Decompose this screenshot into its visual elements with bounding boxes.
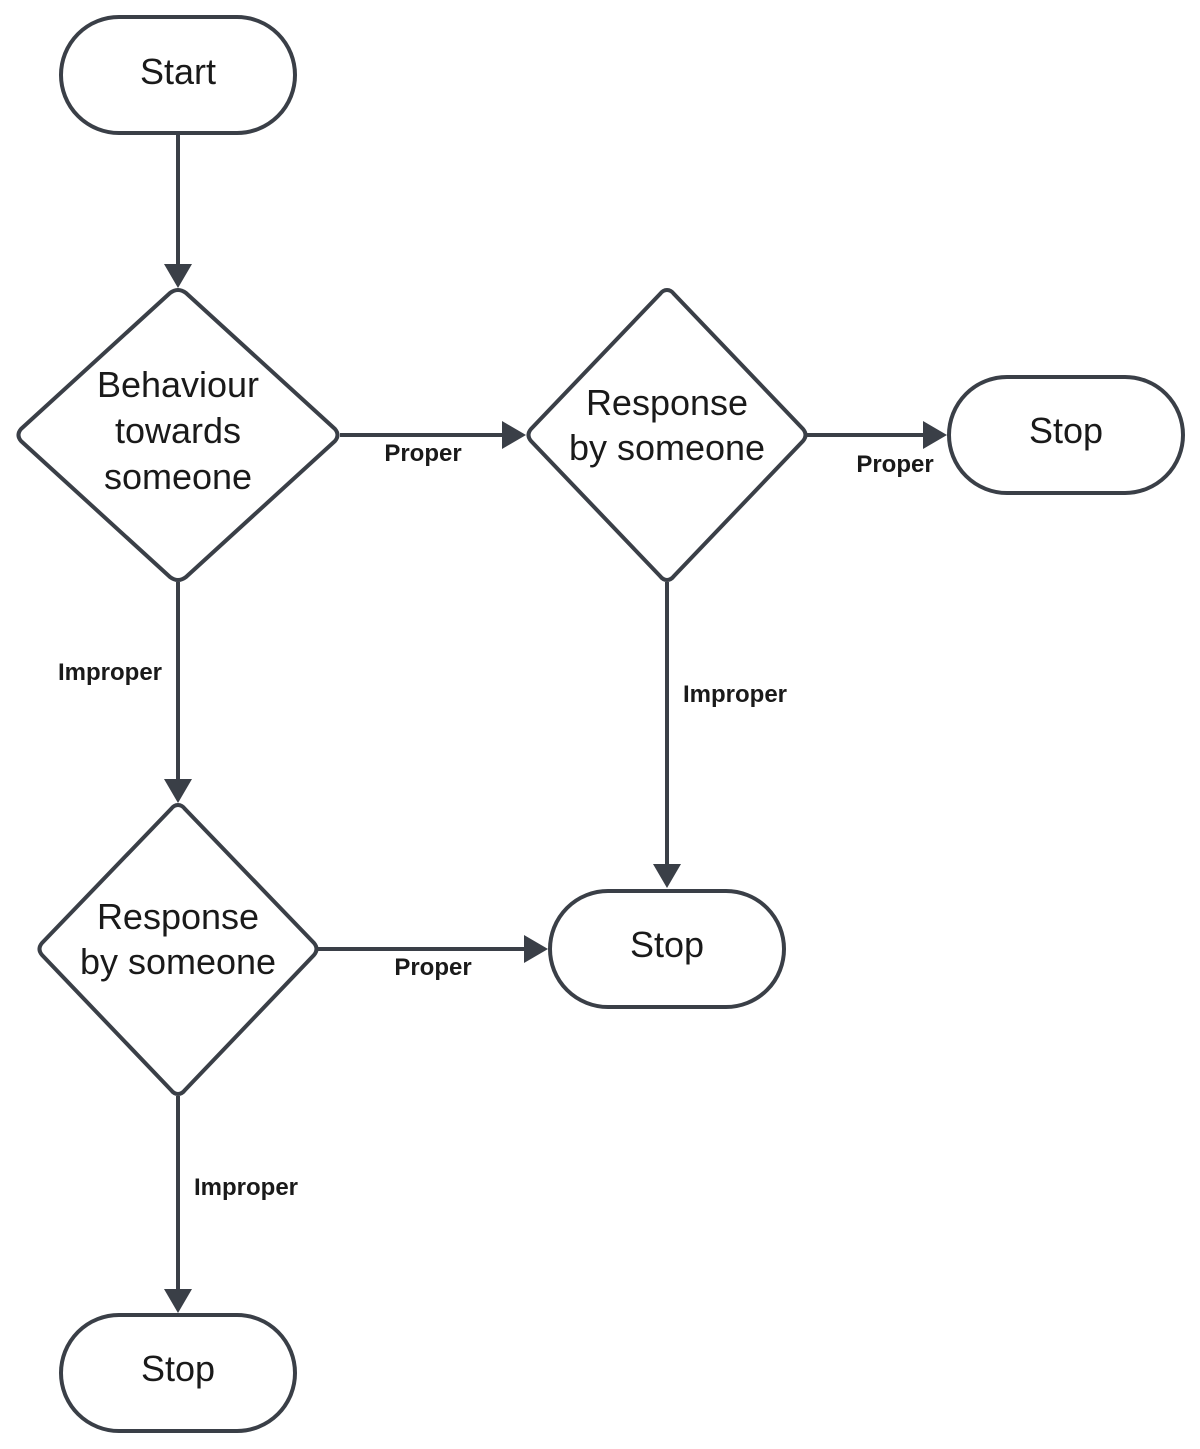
edge-behaviour-proper	[340, 421, 526, 449]
decision-behaviour-label-line-1: Behaviour	[97, 364, 259, 405]
stop-bottom-label: Stop	[141, 1348, 215, 1389]
edge-response-left-proper	[318, 935, 548, 963]
edge-behaviour-improper	[164, 582, 192, 803]
edge-label-behaviour-improper: Improper	[58, 659, 162, 686]
decision-behaviour-towards-someone: Behaviour towards someone	[16, 288, 340, 582]
decision-response-left-label-line-2: by someone	[80, 941, 276, 982]
decision-response-by-someone-right: Response by someone	[526, 288, 808, 582]
stop-terminator-bottom: Stop	[59, 1313, 297, 1433]
stop-terminator-right: Stop	[947, 375, 1185, 495]
edge-label-response-left-proper: Proper	[394, 954, 471, 981]
stop-middle-label: Stop	[630, 924, 704, 965]
edge-response-left-improper	[164, 1096, 192, 1313]
decision-response-by-someone-left: Response by someone	[37, 803, 319, 1096]
edge-label-response-right-improper: Improper	[683, 681, 787, 708]
nodes: Start Behaviour towards someone Response…	[16, 15, 1185, 1433]
stop-right-label: Stop	[1029, 410, 1103, 451]
decision-response-right-label-line-1: Response	[586, 382, 748, 423]
decision-response-right-label-line-2: by someone	[569, 427, 765, 468]
edge-labels: Proper Proper Improper Improper Proper I…	[58, 440, 934, 1201]
edge-response-right-proper	[806, 421, 947, 449]
edge-response-right-improper	[653, 582, 681, 888]
start-label: Start	[140, 51, 216, 92]
stop-terminator-middle: Stop	[548, 889, 786, 1009]
edge-start-to-behaviour	[164, 135, 192, 288]
edge-label-response-left-improper: Improper	[194, 1174, 298, 1201]
edge-label-behaviour-proper: Proper	[384, 440, 461, 467]
decision-response-left-label-line-1: Response	[97, 896, 259, 937]
edge-label-response-right-proper: Proper	[856, 451, 933, 478]
connectors	[164, 135, 947, 1313]
decision-behaviour-label-line-3: someone	[104, 456, 252, 497]
start-terminator: Start	[59, 15, 297, 135]
decision-behaviour-label-line-2: towards	[115, 410, 241, 451]
